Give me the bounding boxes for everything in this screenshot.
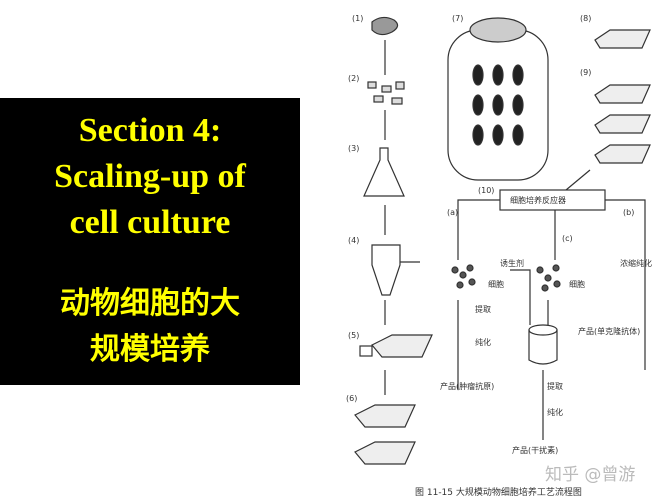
step-10: (10) [478,186,495,195]
concentrate-b: 浓缩纯化 [620,259,652,268]
branch-a: (a) [447,208,459,217]
product-b: 产品(单克隆抗体) [578,327,641,336]
funnel-icon [371,244,420,296]
title-line-3: cell culture [69,204,231,241]
title-cn-2: 规模培养 [90,332,210,367]
cells-a-label: 细胞 [488,280,504,289]
extract-a: 提取 [475,305,491,314]
step-7: (7) [452,14,464,23]
cells-c-label: 细胞 [569,280,585,289]
step-8: (8) [580,14,592,23]
title-line-1: Section 4: [78,112,222,149]
cells-c [536,264,561,292]
flasks-6-icon [354,404,416,465]
step-2: (2) [348,74,360,83]
step-4: (4) [348,236,360,245]
roller-bottle-icon [447,17,549,181]
purify-a: 纯化 [475,338,491,347]
step-6: (6) [346,394,358,403]
step-3: (3) [348,144,360,153]
collection-vessel-icon [528,324,558,365]
step-9: (9) [580,68,592,77]
watermark: 知乎 @曾游 [545,465,636,485]
extract-c: 提取 [547,382,563,391]
flask-5-icon [359,334,433,358]
purify-c: 纯化 [547,408,563,417]
flask-icon [363,147,405,197]
slide-title-box: Section 4: Scaling-up of cell culture 动物… [0,98,300,385]
reactor-label: 细胞培养反应器 [510,196,566,205]
step-5: (5) [348,331,360,340]
branch-b: (b) [623,208,635,217]
cells-a [451,264,476,289]
title-line-2: Scaling-up of [54,158,246,195]
figure-caption: 图 11-15 大规模动物细胞培养工艺流程图 [415,488,582,498]
fragments-icon [367,81,405,105]
product-c: 产品(干扰素) [512,446,559,455]
title-cn-1: 动物细胞的大 [60,286,240,321]
tissue-icon [371,16,399,36]
step-1: (1) [352,14,364,23]
branch-c: (c) [562,234,573,243]
inducer-label: 诱生剂 [500,259,524,268]
flasks-8-9-icon [594,29,651,164]
product-a: 产品(肿瘤抗原) [440,382,495,391]
